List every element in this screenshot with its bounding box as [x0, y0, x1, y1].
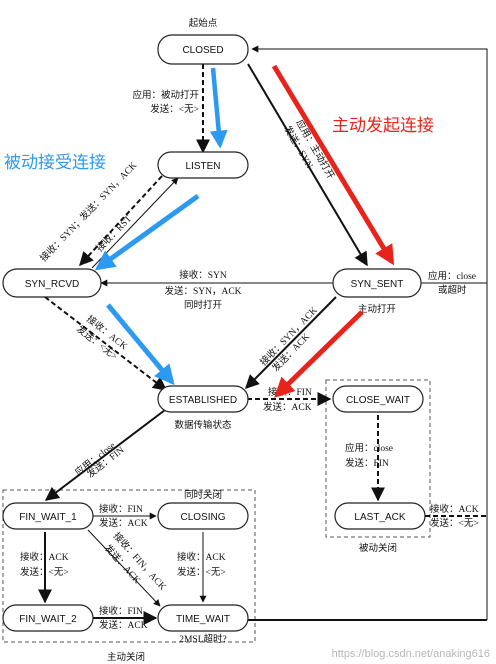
red-arrow-1: [271, 64, 395, 266]
label-cw-la-1: 应用：close: [345, 442, 393, 454]
state-closing: CLOSING: [157, 502, 249, 530]
note-passive-close: 被动关闭: [359, 542, 397, 554]
watermark: https://blog.csdn.net/anaking616: [332, 648, 490, 660]
state-fin-wait-1: FIN_WAIT_1: [2, 502, 94, 530]
svg-text:CLOSING: CLOSING: [180, 512, 225, 523]
label-simul-open-3: 同时打开: [184, 299, 223, 311]
edge-synsent-established: [245, 296, 337, 389]
red-arrow-2: [274, 310, 364, 398]
annotation-passive-accept: 被动接受连接: [4, 153, 106, 173]
label-synsent-close-2: 或超时: [438, 284, 467, 296]
label-closing-tw-1: 接收：ACK: [177, 551, 226, 563]
annotation-active-initiate: 主动发起连接: [332, 116, 434, 136]
label-la-closed-1: 接收：ACK: [430, 503, 479, 515]
label-fw1-fw2-2: 发送：<无>: [20, 566, 69, 578]
edge-listen-synrcvd: [79, 175, 163, 267]
blue-arrow-3: [106, 303, 175, 386]
note-msl-timeout: 2MSL超时?: [179, 633, 227, 645]
state-closed: CLOSED: [157, 34, 249, 65]
edge-closed-synsent: [247, 63, 368, 267]
label-passive-open-1: 应用：被动打开: [132, 89, 199, 101]
label-fw1-closing-1: 接收：FIN: [99, 503, 143, 515]
edge-return-closed: [251, 45, 488, 620]
label-passive-open-2: 发送：<无>: [150, 103, 199, 115]
note-simultaneous-close: 同时关闭: [184, 489, 222, 501]
label-simul-open-2: 发送：SYN，ACK: [164, 285, 241, 297]
state-close-wait: CLOSE_WAIT: [332, 385, 424, 413]
passive-close-box: [325, 379, 431, 538]
svg-text:ESTABLISHED: ESTABLISHED: [169, 395, 237, 406]
svg-text:LISTEN: LISTEN: [185, 161, 220, 172]
note-active-open: 主动打开: [358, 303, 397, 315]
label-est-cw-2: 发送：ACK: [263, 401, 312, 413]
label-fw2-tw-1: 接收：FIN: [99, 605, 143, 617]
edge-finwait1-timewait: [87, 529, 161, 607]
label-cw-la-2: 发送：FIN: [345, 457, 389, 469]
svg-text:SYN_SENT: SYN_SENT: [351, 279, 404, 290]
state-listen: LISTEN: [157, 151, 249, 179]
state-syn-rcvd: SYN_RCVD: [2, 268, 102, 298]
state-syn-sent: SYN_SENT: [332, 268, 422, 298]
state-last-ack: LAST_ACK: [334, 502, 426, 530]
svg-text:TIME_WAIT: TIME_WAIT: [176, 614, 230, 625]
svg-text:FIN_WAIT_2: FIN_WAIT_2: [19, 614, 77, 625]
label-fw2-tw-2: 发送：ACK: [99, 619, 148, 631]
state-established: ESTABLISHED: [157, 385, 249, 413]
note-active-close: 主动关闭: [107, 651, 145, 663]
svg-text:SYN_RCVD: SYN_RCVD: [25, 279, 79, 290]
active-close-box: [2, 489, 256, 643]
svg-text:CLOSE_WAIT: CLOSE_WAIT: [346, 395, 410, 406]
svg-text:FIN_WAIT_1: FIN_WAIT_1: [19, 512, 77, 523]
blue-arrow-2: [94, 193, 200, 271]
note-start-point: 起始点: [189, 17, 218, 29]
edge-established-finwait1: [44, 409, 166, 501]
label-synsent-close-1: 应用：close: [428, 270, 476, 282]
blue-arrow-1: [209, 67, 228, 149]
svg-text:CLOSED: CLOSED: [182, 45, 223, 56]
label-closing-tw-2: 发送：<无>: [177, 566, 226, 578]
label-la-closed-2: 发送：<无>: [430, 517, 479, 529]
label-fw1-fw2-1: 接收：ACK: [20, 551, 69, 563]
label-simul-open-1: 接收：SYN: [179, 269, 227, 281]
edge-synrcvd-established: [44, 296, 168, 391]
state-time-wait: TIME_WAIT: [157, 604, 249, 632]
note-data-transfer: 数据传输状态: [174, 419, 232, 431]
state-fin-wait-2: FIN_WAIT_2: [2, 604, 94, 632]
label-est-cw-1: 接收：FIN: [268, 386, 312, 398]
svg-text:LAST_ACK: LAST_ACK: [354, 512, 405, 523]
label-fw1-closing-2: 发送：ACK: [99, 517, 148, 529]
